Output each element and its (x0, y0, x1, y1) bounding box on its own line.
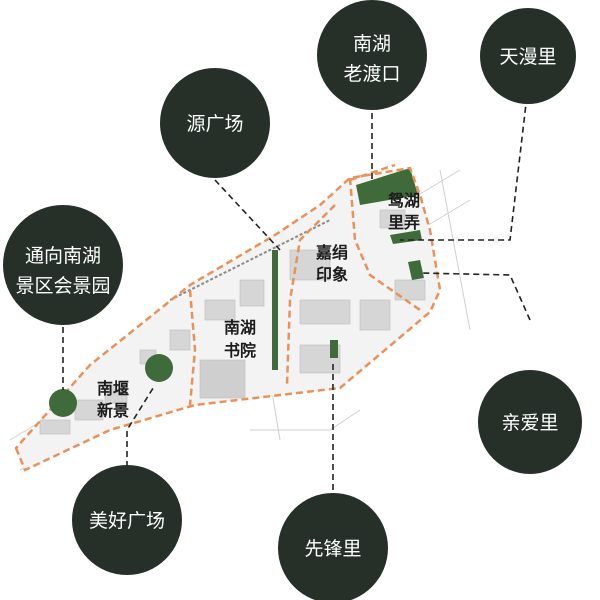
zone-dividers (188, 163, 421, 406)
bubble-label-line2: 景区会景园 (15, 275, 110, 297)
district-label-line1: 鸳湖 (388, 191, 420, 210)
bubble-yuan-plaza[interactable]: 源广场 (160, 68, 270, 178)
bubble-tianmanli[interactable]: 天漫里 (480, 8, 576, 104)
site-boundary (14, 166, 442, 472)
bubble-xianfengli[interactable]: 先锋里 (278, 493, 388, 600)
green-spaces (145, 168, 424, 382)
bubble-label: 源广场 (186, 113, 243, 135)
district-label-line2: 里弄 (388, 213, 420, 232)
bubble-label: 美好广场 (89, 510, 165, 532)
bubble-label-line1: 南湖 (353, 33, 391, 55)
district-nanyan-new-view: 南堰 新景 (97, 379, 129, 420)
bubble-qinaili[interactable]: 亲爱里 (478, 370, 582, 474)
district-label-line1: 南堰 (97, 379, 129, 398)
bubble-label: 先锋里 (304, 538, 361, 560)
bubble-nanhu-old-ferry[interactable]: 南湖 老渡口 (317, 0, 427, 110)
bubble-meihao-plaza[interactable]: 美好广场 (72, 465, 182, 575)
bubble-label: 天漫里 (499, 46, 556, 68)
district-label-line1: 嘉绢 (315, 243, 348, 262)
district-nanhu-academy: 南湖 书院 (224, 318, 256, 360)
leader-lines (62, 86, 531, 500)
bubble-to-nanhu-park[interactable]: 通向南湖 景区会景园 (3, 205, 123, 325)
district-jiajuan-impression: 嘉绢 印象 (315, 243, 348, 284)
district-yuanhu-lane: 鸳湖 里弄 (388, 191, 420, 232)
park-marker (49, 389, 77, 417)
bubble-label-line1: 通向南湖 (25, 245, 101, 267)
bubble-label: 亲爱里 (501, 412, 558, 434)
building-blocks (39, 209, 426, 435)
district-label-line2: 新景 (97, 401, 129, 420)
bubble-label-line2: 老渡口 (343, 63, 400, 85)
district-label-line2: 书院 (224, 341, 256, 360)
district-label-line1: 南湖 (224, 318, 256, 337)
district-label-line2: 印象 (316, 265, 348, 284)
